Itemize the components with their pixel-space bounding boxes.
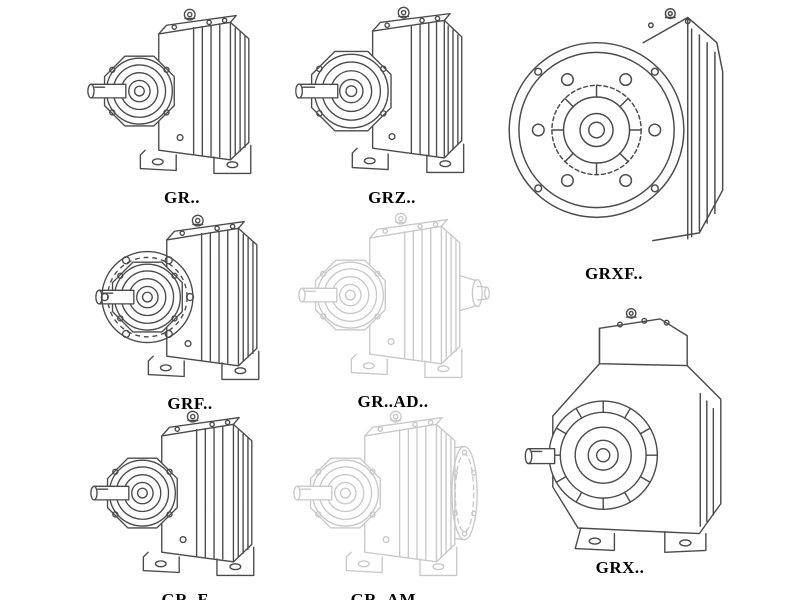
gearbox-drawing-grf [93, 208, 287, 392]
product-label-grf: GRF.. [167, 394, 213, 413]
gearbox-drawing-grxf [494, 0, 734, 262]
gearbox-drawing-gr-ad [296, 206, 490, 390]
product-grx: GRX.. [498, 304, 742, 578]
gearbox-drawing-gr-am [291, 404, 485, 588]
product-label-gr: GR.. [164, 188, 200, 207]
product-label-grxf: GRXF.. [584, 264, 644, 283]
product-label-gr-am: GR..AM.. [350, 590, 426, 600]
product-label-gr-ad: GR..AD.. [357, 392, 429, 411]
gearbox-drawing-gr-f [88, 404, 282, 588]
gearbox-drawing-grx [500, 304, 740, 556]
product-gr-am: GR..AM.. [288, 404, 488, 600]
product-label-gr-f: GR..F [161, 590, 209, 600]
product-gr-ad: GR..AD.. [293, 206, 493, 412]
product-label-grz: GRZ.. [368, 188, 416, 207]
product-label-grx: GRX.. [595, 558, 645, 577]
gearbox-drawing-grz [295, 2, 489, 186]
gearbox-drawing-gr [85, 2, 279, 186]
product-grz: GRZ.. [292, 2, 492, 208]
product-grf: GRF.. [90, 208, 290, 414]
product-gr: GR.. [82, 2, 282, 208]
product-gr-f: GR..F [85, 404, 285, 600]
product-grxf: GRXF.. [492, 0, 736, 284]
